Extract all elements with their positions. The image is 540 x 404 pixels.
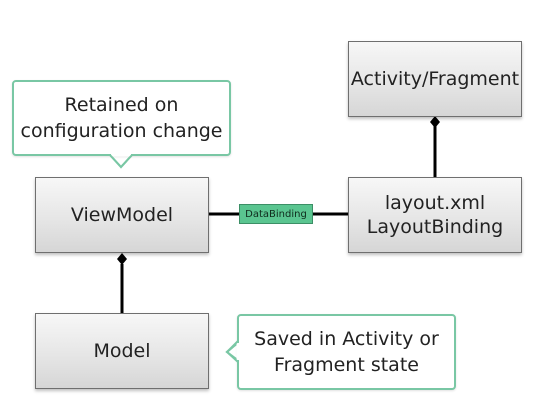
viewmodel-label: ViewModel [70, 204, 174, 226]
saved-note-line1: Saved in Activity or [254, 328, 439, 350]
retained-note-pointer [107, 154, 135, 169]
layout-xml-label: layout.xml [384, 192, 486, 214]
model-node: Model [35, 313, 209, 389]
viewmodel-node: ViewModel [35, 177, 209, 253]
saved-note-line2: Fragment state [274, 354, 419, 376]
layout-binding-label: LayoutBinding [366, 216, 504, 238]
saved-note-callout: Saved in Activity or Fragment state [237, 314, 456, 390]
layout-binding-node: layout.xml LayoutBinding [348, 177, 522, 253]
databinding-label: DataBinding [239, 204, 313, 224]
retained-note-callout: Retained on configuration change [12, 80, 231, 156]
model-label: Model [93, 340, 151, 362]
retained-note-line1: Retained on [64, 94, 179, 116]
activity-fragment-node: Activity/Fragment [348, 41, 522, 117]
retained-note-line2: configuration change [20, 120, 223, 142]
databinding-label-text: DataBinding [245, 208, 307, 220]
viewmodel-composition-diamond [117, 253, 127, 265]
activity-composition-diamond [430, 116, 440, 128]
activity-fragment-label: Activity/Fragment [350, 68, 520, 90]
